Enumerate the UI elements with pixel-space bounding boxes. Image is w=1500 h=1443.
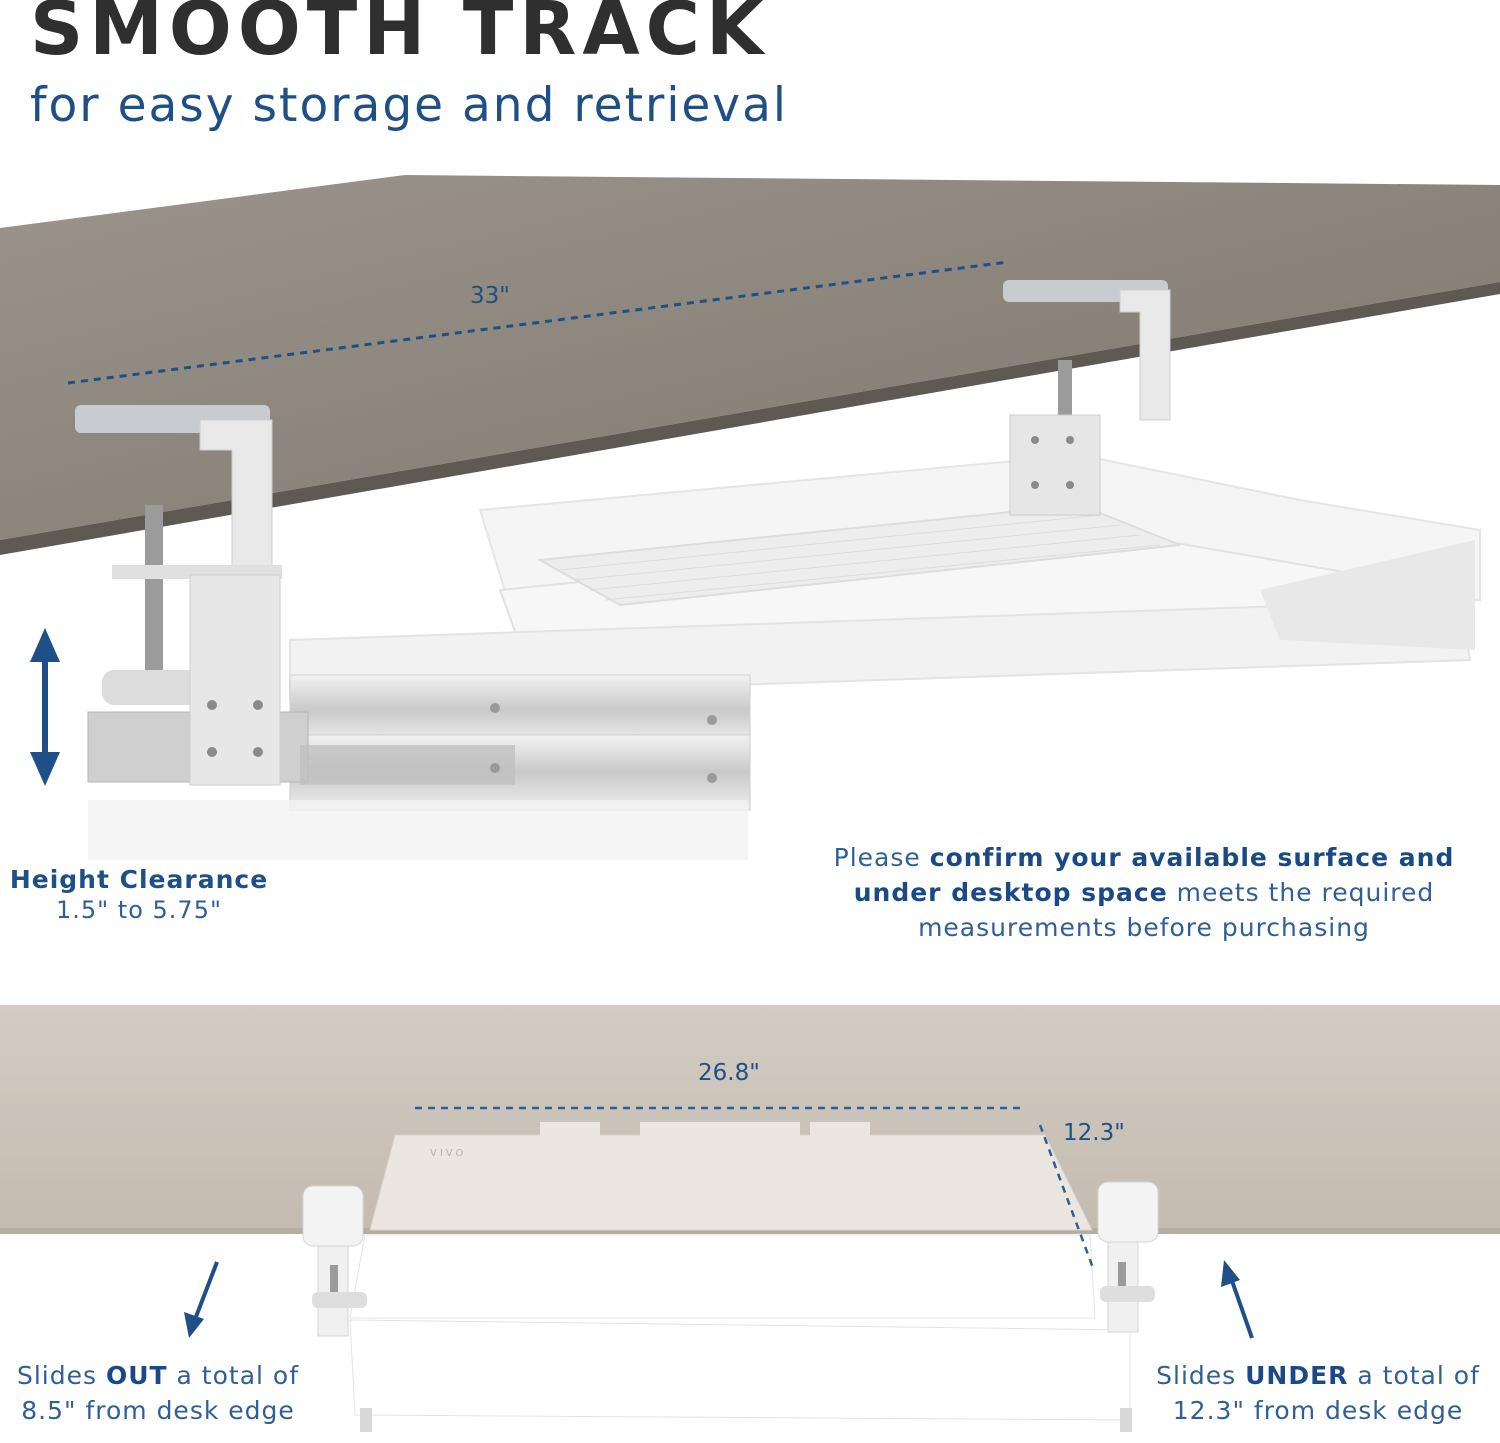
bottom-left-clamp <box>302 1185 367 1337</box>
width-dimension-label: 33" <box>470 283 510 309</box>
left-clamp <box>75 405 282 786</box>
tray-width-label: 26.8" <box>698 1060 760 1086</box>
slides-under-suffix: a total of <box>1357 1361 1480 1390</box>
slides-under-caption: Slides UNDER a total of 12.3" from desk … <box>1150 1358 1486 1428</box>
slides-out-bold: OUT <box>105 1361 168 1390</box>
tray-depth-label: 12.3" <box>1063 1120 1125 1146</box>
note-bold-2: under desktop space <box>853 878 1168 907</box>
width-dimension-line <box>67 260 1009 385</box>
slides-out-caption: Slides OUT a total of 8.5" from desk edg… <box>0 1358 316 1428</box>
measurement-note: Please confirm your available surface an… <box>830 840 1458 945</box>
slide-rails <box>87 674 751 860</box>
bottom-tray <box>349 1122 1132 1432</box>
slides-under-arrow <box>1221 1260 1254 1339</box>
slides-out-line2: 8.5" from desk edge <box>21 1396 295 1425</box>
subheadline: for easy storage and retrieval <box>30 78 788 133</box>
headline: SMOOTH TRACK <box>30 0 770 72</box>
tray-logo: VIVO <box>430 1148 467 1159</box>
right-clamp <box>1003 280 1171 516</box>
slides-under-bold: UNDER <box>1245 1361 1349 1390</box>
note-bold-1: confirm your available surface and <box>929 843 1455 872</box>
height-clearance-range: 1.5" to 5.75" <box>55 896 223 924</box>
bottom-right-clamp <box>1097 1181 1159 1333</box>
height-clearance-label: Height Clearance <box>9 865 269 894</box>
slides-under-prefix: Slides <box>1156 1361 1237 1390</box>
top-desk <box>0 175 1500 555</box>
slides-under-line2: 12.3" from desk edge <box>1172 1396 1464 1425</box>
height-clearance-arrow <box>30 628 60 786</box>
note-suffix-1: meets the required <box>1176 878 1435 907</box>
note-suffix-2: measurements before purchasing <box>918 913 1370 942</box>
slides-out-prefix: Slides <box>16 1361 98 1390</box>
note-prefix: Please <box>833 843 921 872</box>
keyboard-tray <box>289 453 1481 702</box>
slides-out-arrow <box>184 1261 219 1338</box>
height-clearance: Height Clearance 1.5" to 5.75" <box>0 865 278 924</box>
slides-out-suffix: a total of <box>176 1361 300 1390</box>
